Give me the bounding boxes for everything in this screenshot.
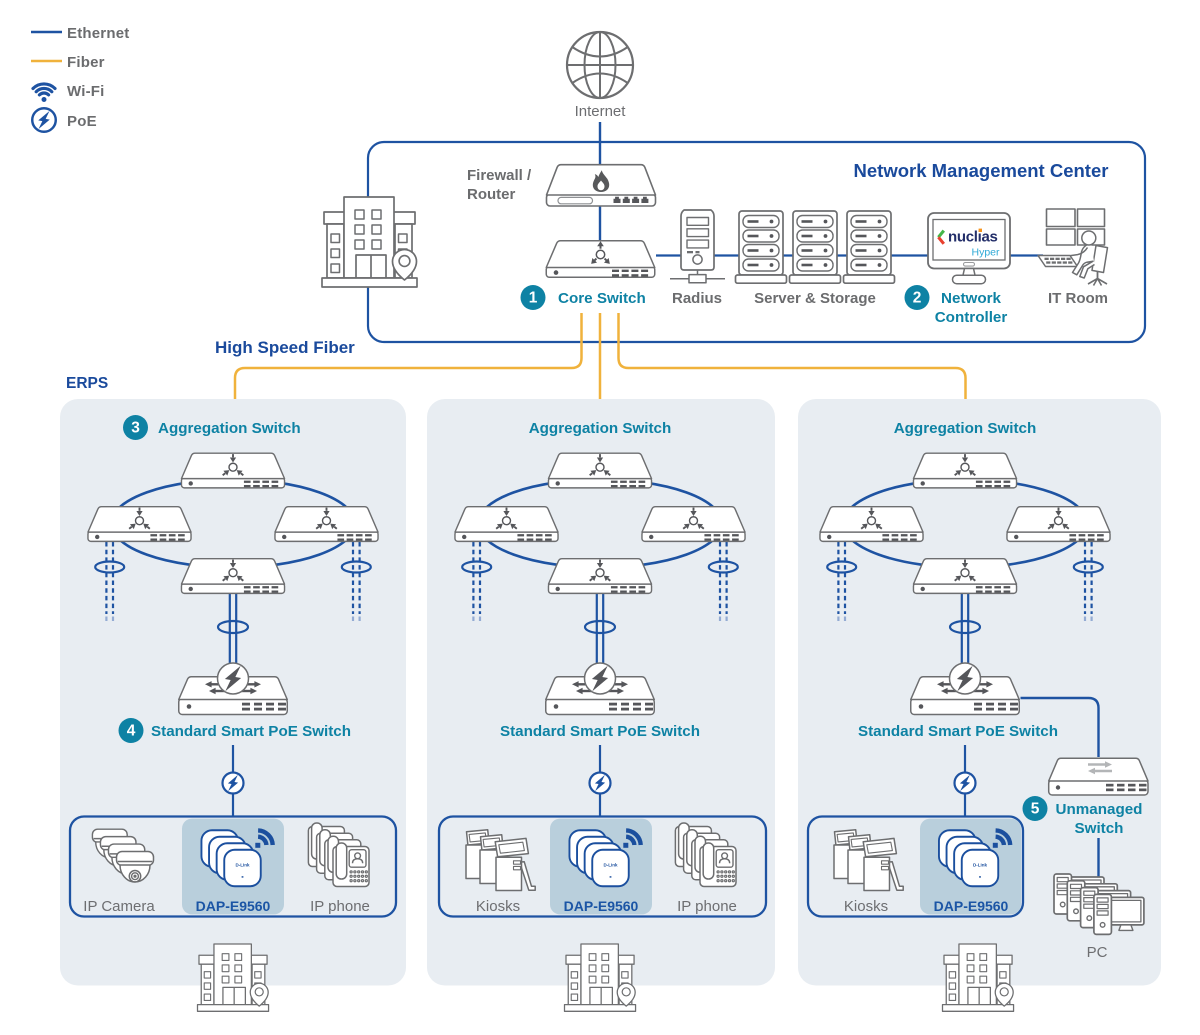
svg-text:Aggregation Switch: Aggregation Switch xyxy=(158,420,301,437)
svg-text:Wi-Fi: Wi-Fi xyxy=(67,83,105,100)
svg-text:Switch: Switch xyxy=(1075,820,1124,837)
svg-text:IP phone: IP phone xyxy=(310,898,370,915)
svg-text:2: 2 xyxy=(913,290,922,307)
svg-text:Radius: Radius xyxy=(672,290,722,307)
svg-text:Unmanaged: Unmanaged xyxy=(1056,801,1143,818)
svg-text:Aggregation Switch: Aggregation Switch xyxy=(894,420,1037,437)
svg-text:DAP-E9560: DAP-E9560 xyxy=(196,898,271,914)
svg-text:1: 1 xyxy=(529,290,538,307)
svg-text:High Speed Fiber: High Speed Fiber xyxy=(215,338,355,357)
svg-text:DAP-E9560: DAP-E9560 xyxy=(934,898,1009,914)
svg-text:3: 3 xyxy=(131,420,140,437)
svg-text:5: 5 xyxy=(1031,801,1040,818)
svg-text:Kiosks: Kiosks xyxy=(844,898,888,915)
svg-text:Kiosks: Kiosks xyxy=(476,898,520,915)
svg-text:4: 4 xyxy=(127,723,136,740)
svg-text:Network: Network xyxy=(941,290,1001,307)
svg-text:IT Room: IT Room xyxy=(1048,290,1108,307)
svg-text:Fiber: Fiber xyxy=(67,54,105,71)
svg-text:Core Switch: Core Switch xyxy=(558,290,646,307)
svg-text:Internet: Internet xyxy=(575,103,627,120)
svg-text:IP Camera: IP Camera xyxy=(83,898,155,915)
svg-text:PoE: PoE xyxy=(67,113,97,130)
svg-text:Aggregation Switch: Aggregation Switch xyxy=(529,420,672,437)
svg-text:IP phone: IP phone xyxy=(677,898,737,915)
svg-text:Standard Smart PoE Switch: Standard Smart PoE Switch xyxy=(500,723,700,740)
svg-text:Server & Storage: Server & Storage xyxy=(754,290,876,307)
svg-text:PC: PC xyxy=(1087,944,1108,961)
svg-text:Firewall /: Firewall / xyxy=(467,167,532,184)
svg-text:DAP-E9560: DAP-E9560 xyxy=(564,898,639,914)
svg-text:ERPS: ERPS xyxy=(66,375,108,392)
svg-text:Controller: Controller xyxy=(935,309,1008,326)
svg-text:Network Management Center: Network Management Center xyxy=(854,160,1109,181)
svg-text:Standard Smart PoE Switch: Standard Smart PoE Switch xyxy=(858,723,1058,740)
svg-text:Standard Smart PoE Switch: Standard Smart PoE Switch xyxy=(151,723,351,740)
svg-text:Ethernet: Ethernet xyxy=(67,25,129,42)
svg-text:Router: Router xyxy=(467,186,515,203)
